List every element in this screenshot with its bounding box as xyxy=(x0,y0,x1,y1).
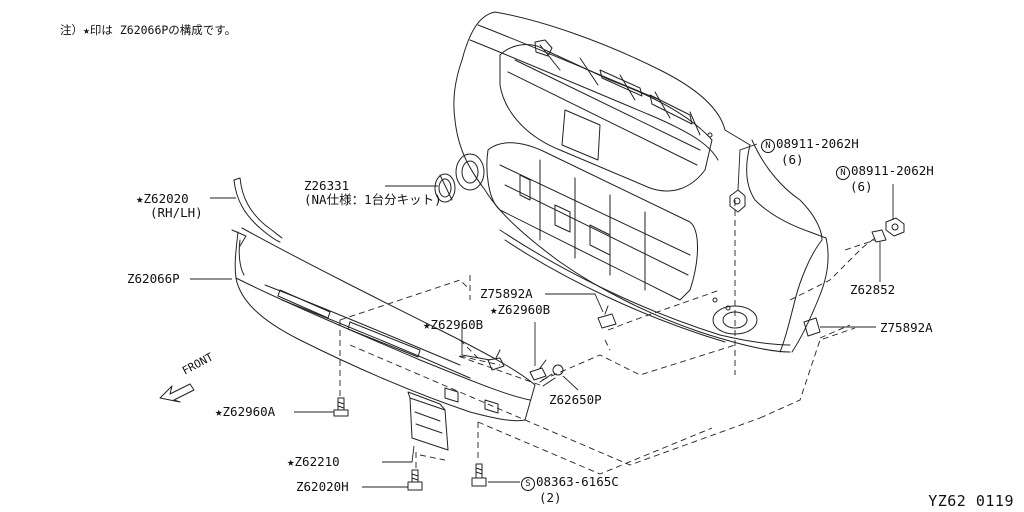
dash-line-16 xyxy=(789,237,876,301)
label-z62852: Z62852 xyxy=(850,282,896,297)
circled-letter-icon: N xyxy=(761,139,775,153)
star-icon: ★ xyxy=(423,317,431,332)
star-icon: ★ xyxy=(136,191,144,206)
label-z75892a-upper: Z75892A xyxy=(480,286,533,301)
dash-line-17 xyxy=(844,239,876,251)
clip-z75892a-right xyxy=(803,317,821,337)
bracket-z62210 xyxy=(407,391,449,451)
clip-z62960b-right xyxy=(529,359,547,381)
leader-z62960b-left xyxy=(461,325,491,361)
label-z62960b-right: ★Z62960B xyxy=(490,302,551,317)
leader-z75892a-upper xyxy=(545,293,604,313)
label-z62960a: ★Z62960A xyxy=(215,404,276,419)
dash-line-11 xyxy=(541,344,736,381)
star-icon: ★ xyxy=(287,454,295,469)
bolt-z62020h xyxy=(407,469,423,491)
label-z62650p: Z62650P xyxy=(549,392,602,407)
star-icon: ★ xyxy=(215,404,223,419)
emblem-part xyxy=(434,173,456,203)
dash-line-18 xyxy=(454,354,541,386)
label-z62020: ★Z62020 (RH/LH) xyxy=(136,191,203,220)
bolt-z62960a xyxy=(333,397,349,417)
nut-upper xyxy=(729,189,746,213)
label-z62210: ★Z62210 xyxy=(287,454,340,469)
label-z62066p: Z62066P xyxy=(127,271,180,286)
dash-line-12 xyxy=(607,289,721,331)
dash-line-13 xyxy=(604,339,611,351)
dash-line-9 xyxy=(419,454,446,461)
leader-n08911-upper xyxy=(737,143,758,191)
clip-z75892a-upper xyxy=(597,305,617,329)
dash-line-7 xyxy=(477,421,713,475)
dash-line-14 xyxy=(759,327,856,419)
lower-spoiler-part xyxy=(231,227,536,422)
label-z62020h: Z62020H xyxy=(296,479,349,494)
label-z26331: Z26331 (NA仕様：1台分キット) xyxy=(304,178,442,207)
dash-line-3 xyxy=(349,344,761,466)
nut-right xyxy=(871,217,905,243)
dash-line-5 xyxy=(459,339,481,361)
dash-line-19 xyxy=(459,355,501,366)
bolt-s08363 xyxy=(471,463,487,487)
leader-z62210 xyxy=(382,445,415,463)
leader-z62650p xyxy=(562,375,579,391)
garnish-strip-part xyxy=(233,177,283,243)
dash-line-15 xyxy=(819,324,851,339)
label-z62960b-left: ★Z62960B xyxy=(423,317,484,332)
circled-letter-icon: N xyxy=(836,166,850,180)
diagram-code: YZ62 0119 xyxy=(928,492,1014,510)
circled-letter-icon: S xyxy=(521,477,535,491)
front-arrow-icon xyxy=(159,383,195,403)
front-bumper-body xyxy=(453,11,829,353)
clip-z62960b-left xyxy=(487,349,505,371)
label-z75892a-right: Z75892A xyxy=(880,320,933,335)
note-text: 注）★印は Z62066Pの構成です。 xyxy=(60,23,237,37)
star-icon: ★ xyxy=(490,302,498,317)
dash-line-1 xyxy=(339,279,471,321)
